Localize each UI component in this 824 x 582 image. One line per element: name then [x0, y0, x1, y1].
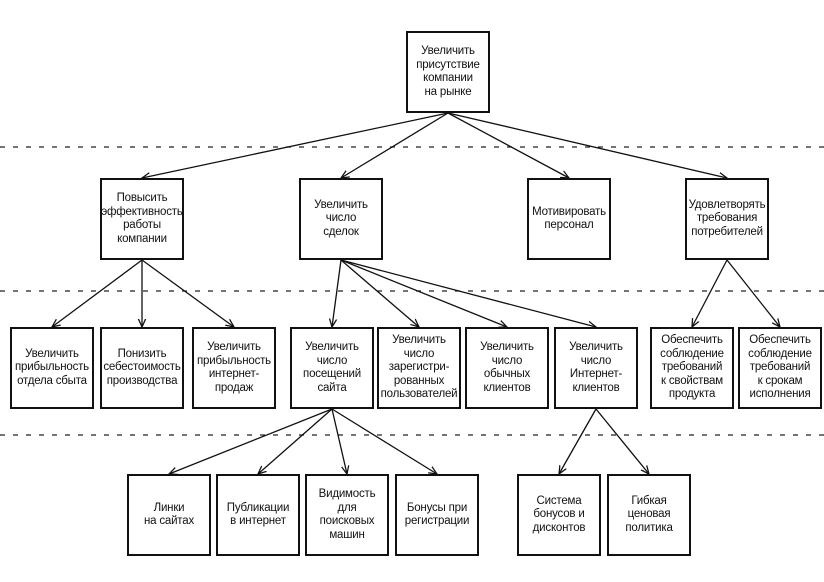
goal-node-site-visits: Увеличить число посещений сайта [290, 327, 374, 409]
connector-arrow [142, 112, 449, 178]
connector-arrow [340, 259, 419, 327]
connector-arrow [692, 259, 728, 327]
goal-node-satisfy-customers: Удовлетворять требования потребителей [685, 178, 769, 260]
connector-arrow [169, 408, 333, 474]
goal-node-sales-profit: Увеличить прибыльность отдела сбыта [10, 327, 94, 409]
connector-arrow [52, 259, 143, 327]
goal-node-registered-users: Увеличить число зарегистри- рованных пол… [377, 327, 461, 409]
connector-arrow [340, 259, 507, 327]
goal-node-internet-clients: Увеличить число Интернет- клиентов [554, 327, 638, 409]
connector-arrow [726, 259, 780, 327]
goal-node-regular-clients: Увеличить число обычных клиентов [465, 327, 549, 409]
connector-arrow [341, 112, 449, 178]
goal-node-deadline-requirements: Обеспечить соблюдение требований к срока… [738, 327, 822, 409]
goal-node-registration-bonuses: Бонусы при регистрации [395, 474, 479, 556]
goal-node-improve-efficiency: Повысить эффективность работы компании [100, 178, 184, 260]
connector-arrow [340, 259, 596, 327]
goal-node-site-links: Линки на сайтах [127, 474, 211, 556]
connector-arrow [332, 259, 342, 327]
connector-arrow [258, 408, 333, 474]
goal-node-increase-deals: Увеличить число сделок [299, 178, 383, 260]
connector-arrow [447, 112, 569, 178]
connector-arrow [331, 408, 347, 474]
goal-node-flexible-pricing: Гибкая ценовая политика [607, 474, 691, 556]
goal-node-motivate-staff: Мотивировать персонал [527, 178, 611, 260]
goal-node-bonus-system: Система бонусов и дисконтов [517, 474, 601, 556]
connector-arrow [447, 112, 727, 178]
connector-arrow [559, 408, 597, 474]
goal-node-root: Увеличить присутствие компании на рынке [406, 31, 490, 113]
goal-node-search-visibility: Видимость для поисковых машин [305, 474, 389, 556]
goal-node-product-requirements: Обеспечить соблюдение требований к свойс… [650, 327, 734, 409]
goal-node-publications: Публикации в интернет [216, 474, 300, 556]
connector-arrow [141, 259, 234, 327]
connector-arrow [331, 408, 437, 474]
connector-arrow [595, 408, 649, 474]
goal-node-reduce-cost: Понизить себестоимость производства [100, 327, 184, 409]
goal-node-online-sales-profit: Увеличить прибыльность интернет- продаж [192, 327, 276, 409]
